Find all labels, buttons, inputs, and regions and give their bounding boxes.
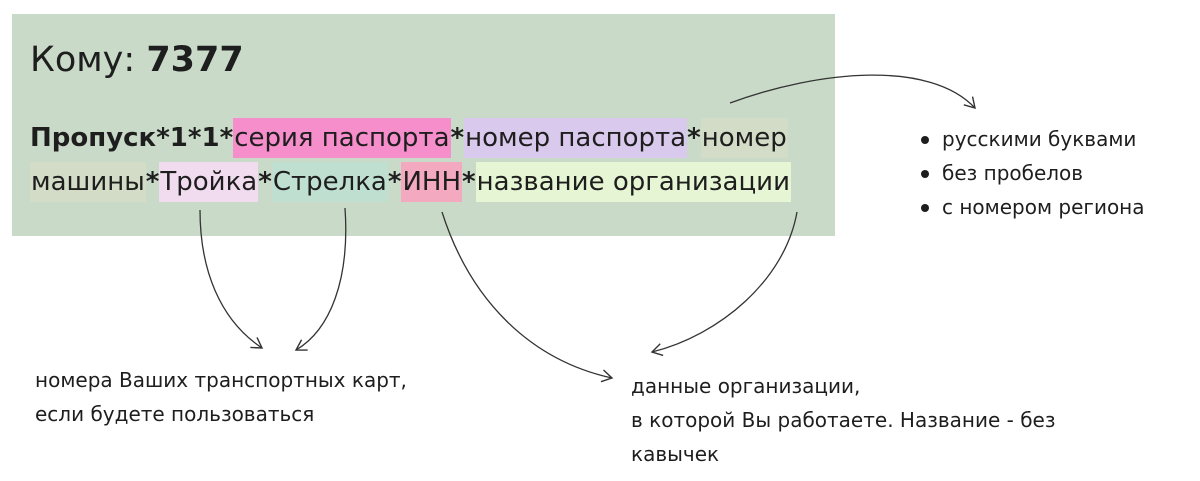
separator-text: Пропуск*1*1* <box>30 123 234 153</box>
message-line-1: Пропуск*1*1*серия паспорта*номер паспорт… <box>30 118 788 158</box>
organization-note-line: данные организации, <box>631 374 861 398</box>
highlighted-field: серия паспорта <box>233 118 451 158</box>
separator-text: * <box>258 167 272 197</box>
recipient-number: 7377 <box>146 40 244 80</box>
transport-card-note-line: номера Ваших транспортных карт, <box>35 368 407 392</box>
recipient-label: Кому: <box>30 40 136 80</box>
rule-item: русскими буквами <box>918 122 1145 156</box>
highlighted-field: ИНН <box>401 162 463 202</box>
rule-item: без пробелов <box>918 156 1145 190</box>
separator-text: * <box>145 167 160 197</box>
transport-card-note: номера Ваших транспортных карт, если буд… <box>35 363 407 431</box>
highlighted-field: название организации <box>475 162 791 202</box>
arrow-inn-to-org-note <box>441 211 614 383</box>
organization-note-line: кавычек <box>631 442 720 466</box>
organization-note: данные организации, в которой Вы работае… <box>631 369 1055 471</box>
organization-note-line: в которой Вы работаете. Название - без <box>631 408 1056 432</box>
separator-text: * <box>387 167 402 197</box>
rule-item: с номером региона <box>918 190 1145 224</box>
highlighted-field: Стрелка <box>271 162 388 202</box>
car-number-rules: русскими буквами без пробелов с номером … <box>918 122 1145 224</box>
separator-text: * <box>462 167 476 197</box>
message-line-2: машины*Тройка*Стрелка*ИНН*название орган… <box>30 162 791 202</box>
highlighted-field: машины <box>30 162 146 202</box>
separator-text: * <box>450 123 465 153</box>
separator-text: * <box>687 123 701 153</box>
highlighted-field: Тройка <box>159 162 259 202</box>
transport-card-note-line: если будете пользоваться <box>35 402 315 426</box>
highlighted-field: номер паспорта <box>464 118 688 158</box>
highlighted-field: номер <box>700 118 788 158</box>
recipient-line: Кому: 7377 <box>30 36 244 84</box>
